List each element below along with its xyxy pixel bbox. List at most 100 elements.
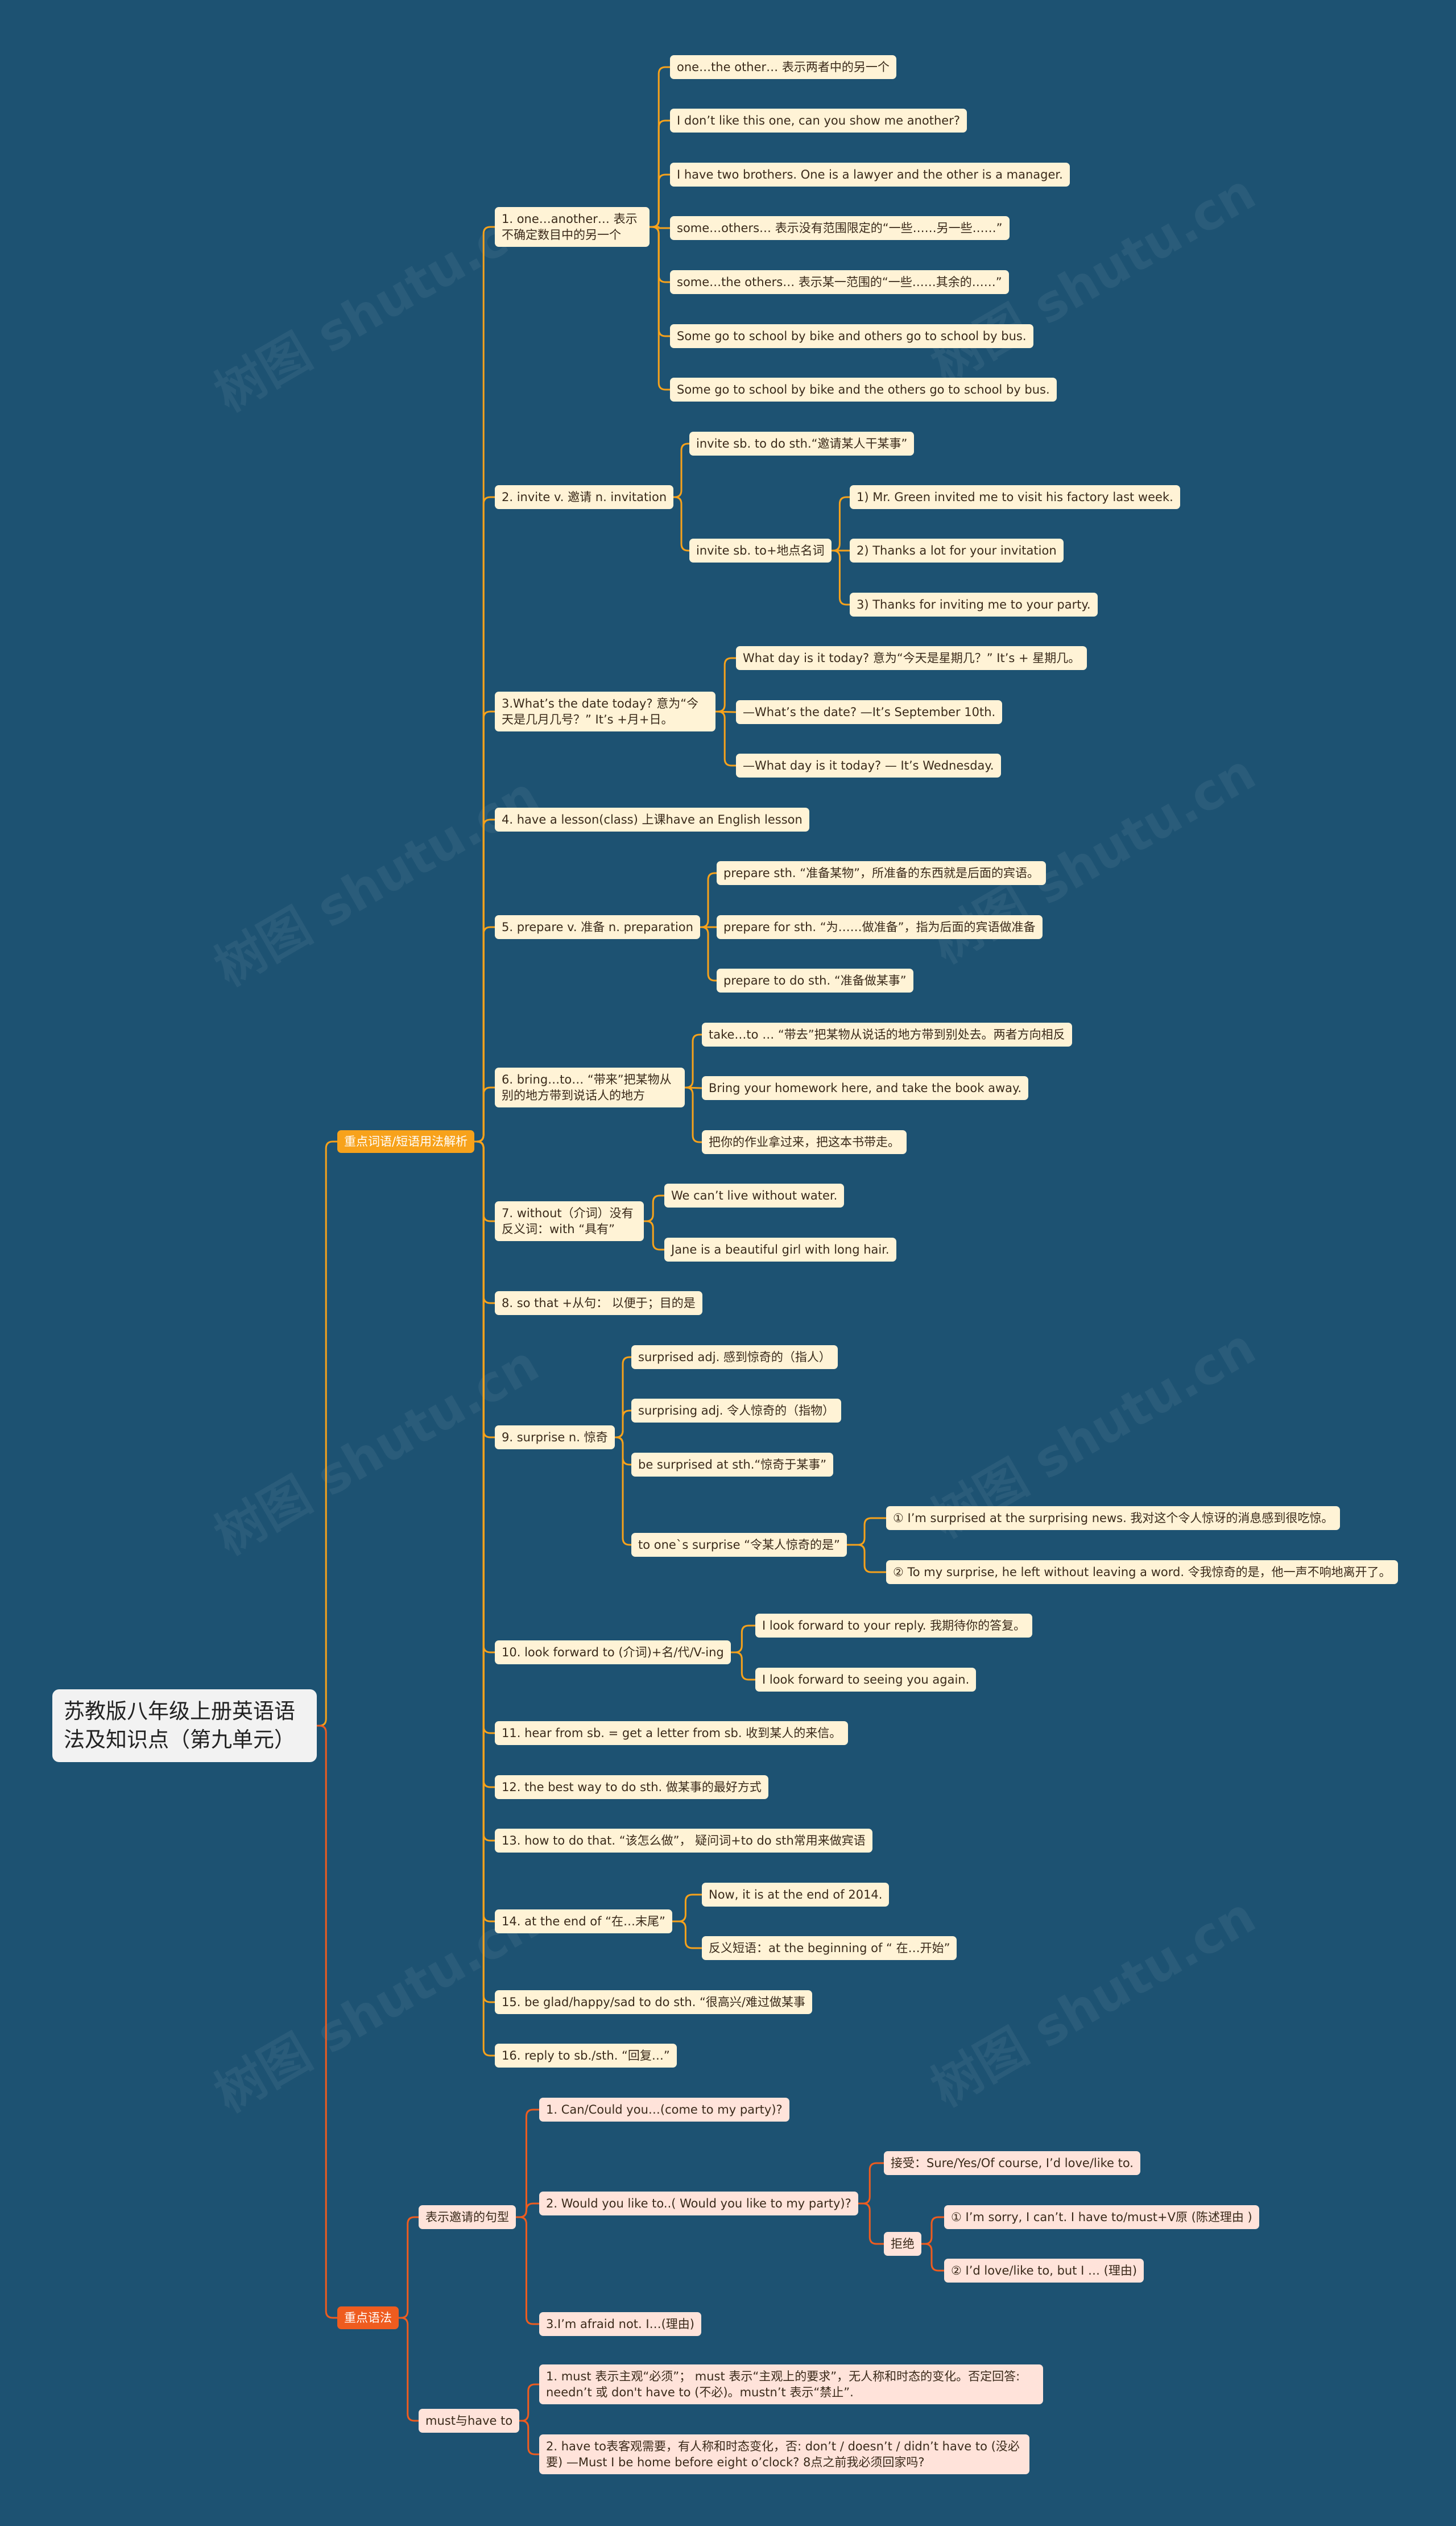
sub-item[interactable]: Some go to school by bike and others go …: [670, 324, 1033, 348]
connector-line: [832, 549, 850, 606]
example-item[interactable]: 2) Thanks a lot for your invitation: [850, 539, 1064, 563]
sub-item[interactable]: I look forward to seeing you again.: [755, 1668, 977, 1692]
connector-line: [644, 1194, 664, 1222]
connector-line: [615, 1409, 631, 1438]
topic-have-a-lesson[interactable]: 4. have a lesson(class) 上课have an Englis…: [495, 808, 809, 832]
topic-bring[interactable]: 6. bring…to… “带来”把某物从别的地方带到说话人的地方: [495, 1068, 685, 1107]
sub-item[interactable]: surprising adj. 令人惊奇的（指物）: [631, 1399, 842, 1423]
topic-without[interactable]: 7. without（介词）没有 反义词：with “具有”: [495, 1201, 644, 1241]
branch-vocabulary[interactable]: 重点词语/短语用法解析: [337, 1130, 475, 1153]
sub-item[interactable]: some…the others… 表示某一范围的“一些……其余的……”: [670, 270, 1009, 294]
sub-item[interactable]: to one`s surprise “令某人惊奇的是”: [631, 1533, 847, 1557]
topic-date[interactable]: 3.What’s the date today? 意为“今天是几月几号？” It…: [495, 692, 715, 731]
sub-item[interactable]: prepare sth. “准备某物”，所准备的东西就是后面的宾语。: [717, 861, 1046, 885]
sub-item[interactable]: be surprised at sth.“惊奇于某事”: [631, 1453, 834, 1477]
topic-how-to[interactable]: 13. how to do that. “该怎么做”， 疑问词+to do st…: [495, 1829, 872, 1853]
connector-line: [474, 1140, 495, 1438]
sub-item[interactable]: 1. must 表示主观“必须”； must 表示“主观上的要求”，无人称和时态…: [539, 2364, 1043, 2404]
connector-line: [650, 66, 670, 228]
connector-line: [474, 1140, 495, 1304]
connector-line: [731, 1651, 755, 1681]
topic-invitation-patterns[interactable]: 表示邀请的句型: [419, 2205, 516, 2229]
sub-item[interactable]: Now, it is at the end of 2014.: [702, 1883, 890, 1907]
sub-item[interactable]: 2. have to表客观需要，有人称和时态变化，否: don’t / does…: [539, 2434, 1029, 2474]
example-item[interactable]: 1) Mr. Green invited me to visit his fac…: [850, 485, 1180, 509]
topic-at-the-end[interactable]: 14. at the end of “在…末尾”: [495, 1909, 672, 1933]
connector-line: [317, 1725, 337, 2319]
topic-prepare[interactable]: 5. prepare v. 准备 n. preparation: [495, 915, 700, 939]
topic-look-forward[interactable]: 10. look forward to (介词)+名/代/V-ing: [495, 1640, 731, 1664]
connector-line: [615, 1436, 631, 1546]
sub-item[interactable]: 1. Can/Could you…(come to my party)?: [539, 2098, 789, 2122]
sub-item[interactable]: 3.I’m afraid not. I…(理由): [539, 2312, 701, 2336]
sub-item[interactable]: What day is it today? 意为“今天是星期几？” It’s +…: [736, 646, 1087, 670]
connector-line: [715, 710, 736, 767]
sub-item[interactable]: I have two brothers. One is a lawyer and…: [670, 163, 1070, 187]
example-item[interactable]: ① I’m surprised at the surprising news. …: [886, 1506, 1341, 1530]
topic-must-have-to[interactable]: must与have to: [419, 2409, 520, 2433]
sub-item[interactable]: —What day is it today? — It’s Wednesday.: [736, 754, 1001, 778]
response-accept[interactable]: 接受：Sure/Yes/Of course, I’d love/like to.: [884, 2151, 1140, 2175]
topic-surprise[interactable]: 9. surprise n. 惊奇: [495, 1425, 615, 1449]
example-item[interactable]: ② To my surprise, he left without leavin…: [886, 1560, 1398, 1584]
connector-line: [474, 226, 495, 1143]
connector-line: [685, 1033, 702, 1089]
sub-item[interactable]: —What’s the date? —It’s September 10th.: [736, 700, 1003, 724]
sub-item[interactable]: some…others… 表示没有范围限定的“一些……另一些……”: [670, 216, 1010, 240]
sub-item[interactable]: surprised adj. 感到惊奇的（指人）: [631, 1345, 838, 1369]
response-refuse[interactable]: 拒绝: [884, 2232, 921, 2256]
connector-line: [516, 2109, 539, 2218]
connector-line: [474, 1140, 495, 1923]
topic-reply-to[interactable]: 16. reply to sb./sth. “回复…”: [495, 2044, 677, 2068]
connector-line: [858, 2162, 884, 2205]
connector-line: [474, 1140, 495, 1842]
connector-line: [700, 926, 717, 982]
sub-item[interactable]: 反义短语：at the beginning of “ 在…开始”: [702, 1936, 957, 1960]
connector-line: [399, 2317, 419, 2422]
sub-item[interactable]: prepare for sth. “为……做准备”，指为后面的宾语做准备: [717, 915, 1043, 939]
sub-item[interactable]: We can’t live without water.: [664, 1184, 845, 1208]
connector-line: [474, 1140, 495, 1222]
sub-item[interactable]: 2. Would you like to..( Would you like t…: [539, 2192, 858, 2215]
connector-line: [673, 496, 689, 552]
refuse-reason[interactable]: ① I’m sorry, I can’t. I have to/must+V原 …: [944, 2205, 1259, 2229]
sub-item[interactable]: 把你的作业拿过来，把这本书带走。: [702, 1130, 907, 1154]
sub-item[interactable]: Jane is a beautiful girl with long hair.: [664, 1238, 896, 1262]
topic-so-that[interactable]: 8. so that +从句： 以便于；目的是: [495, 1291, 702, 1315]
connector-line: [858, 2202, 884, 2245]
branch-grammar[interactable]: 重点语法: [337, 2306, 399, 2329]
connector-line: [644, 1220, 664, 1251]
sub-item[interactable]: Some go to school by bike and the others…: [670, 378, 1057, 402]
connector-line: [847, 1544, 886, 1573]
connector-line: [700, 872, 717, 928]
topic-one-another[interactable]: 1. one…another… 表示不确定数目中的另一个: [495, 207, 650, 247]
sub-item[interactable]: invite sb. to+地点名词: [689, 539, 832, 563]
example-item[interactable]: 3) Thanks for inviting me to your party.: [850, 593, 1098, 617]
topic-be-glad[interactable]: 15. be glad/happy/sad to do sth. “很高兴/难过…: [495, 1990, 812, 2014]
topic-best-way[interactable]: 12. the best way to do sth. 做某事的最好方式: [495, 1775, 768, 1799]
topic-hear-from[interactable]: 11. hear from sb. = get a letter from sb…: [495, 1721, 849, 1745]
connector-line: [474, 926, 495, 1143]
refuse-reason[interactable]: ② I’d love/like to, but I … (理由): [944, 2259, 1144, 2283]
connector-line: [474, 1140, 495, 2003]
connector-line: [650, 226, 670, 229]
connector-line: [921, 2243, 944, 2272]
connector-line: [685, 1086, 702, 1143]
connector-line: [516, 2216, 539, 2325]
connector-line: [317, 1140, 337, 1727]
connector-line: [731, 1624, 755, 1653]
root-topic[interactable]: 苏教版八年级上册英语语法及知识点（第九单元）: [52, 1689, 317, 1762]
topic-invite[interactable]: 2. invite v. 邀请 n. invitation: [495, 485, 674, 509]
sub-item[interactable]: prepare to do sth. “准备做某事”: [717, 969, 913, 993]
connector-line: [673, 443, 689, 498]
sub-item[interactable]: I don’t like this one, can you show me a…: [670, 109, 967, 133]
sub-item[interactable]: I look forward to your reply. 我期待你的答复。: [755, 1614, 1033, 1638]
sub-item[interactable]: one…the other… 表示两者中的另一个: [670, 55, 896, 79]
sub-item[interactable]: invite sb. to do sth.“邀请某人干某事”: [689, 432, 915, 456]
connector-line: [474, 1086, 495, 1143]
sub-item[interactable]: Bring your homework here, and take the b…: [702, 1076, 1029, 1100]
sub-item[interactable]: take…to … “带去”把某物从说话的地方带到别处去。两者方向相反: [702, 1023, 1072, 1047]
connector-line: [399, 2216, 419, 2319]
